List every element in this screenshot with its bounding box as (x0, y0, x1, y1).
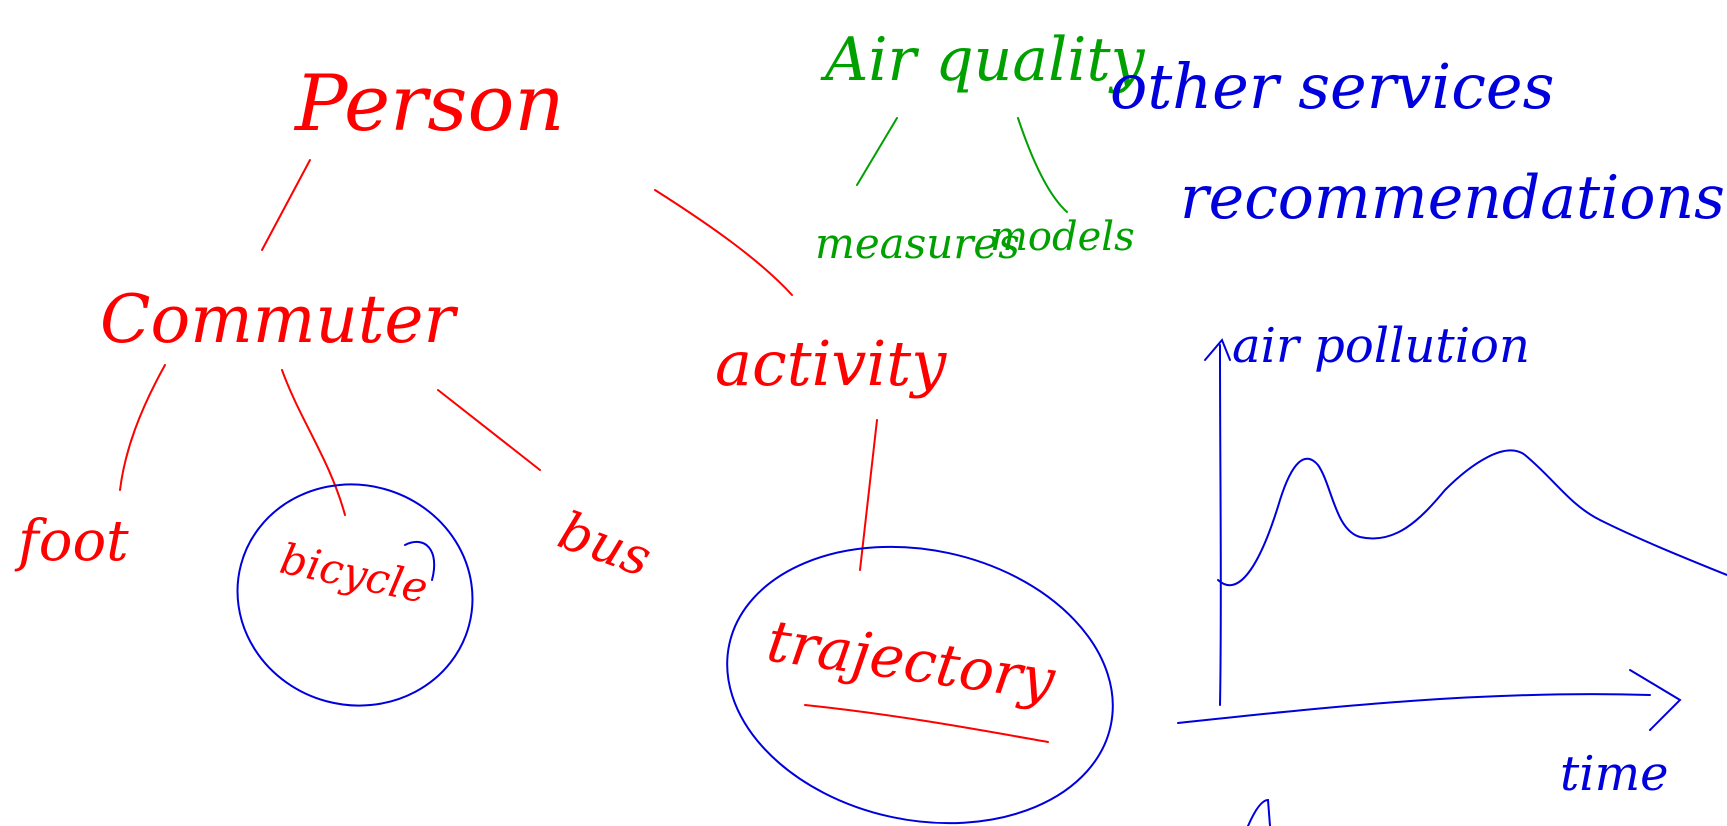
highlight-circles (236, 483, 1114, 825)
edge-person-commuter (261, 159, 311, 251)
edge-commuter-bicycle (281, 369, 346, 516)
label-foot: foot (14, 509, 129, 574)
bicycle-annotation-stroke (404, 540, 436, 581)
label-activity: activity (715, 327, 947, 400)
x-axis-arrowhead (1629, 669, 1682, 731)
edge-commuter-bus (437, 389, 541, 471)
label-time: time (1560, 746, 1669, 802)
partial-stroke-bottom (1247, 798, 1271, 826)
label-person: Person (293, 59, 565, 149)
x-axis (1177, 693, 1651, 724)
person-tree: Person Commuter activity foot bicycle bu… (14, 59, 1060, 743)
y-axis-arrowhead (1204, 338, 1231, 361)
trajectory-underline (804, 704, 1049, 743)
label-commuter: Commuter (100, 281, 458, 358)
air-pollution-chart: air pollution time (1177, 318, 1727, 826)
label-recommendations: recommendations (1180, 163, 1725, 233)
y-axis (1219, 344, 1222, 706)
services-annotations: other services recommendations (1110, 50, 1725, 233)
label-bicycle: bicycle (276, 534, 432, 613)
circle-bicycle (236, 483, 474, 707)
label-air-pollution: air pollution (1232, 318, 1530, 374)
edge-commuter-foot (119, 364, 166, 491)
edge-air-quality-measures (856, 117, 898, 186)
label-models: models (990, 214, 1135, 260)
edge-person-activity (654, 189, 793, 296)
label-trajectory: trajectory (763, 607, 1060, 715)
label-air-quality: Air quality (820, 25, 1146, 95)
air-quality-tree: Air quality measures models (815, 25, 1146, 268)
edge-activity-trajectory (859, 419, 878, 571)
pollution-curve (1217, 449, 1727, 587)
label-other-services: other services (1110, 50, 1554, 123)
label-bus: bus (551, 501, 659, 589)
label-measures: measures (815, 219, 1020, 268)
edge-air-quality-models (1017, 117, 1068, 213)
circle-trajectory (726, 545, 1114, 825)
